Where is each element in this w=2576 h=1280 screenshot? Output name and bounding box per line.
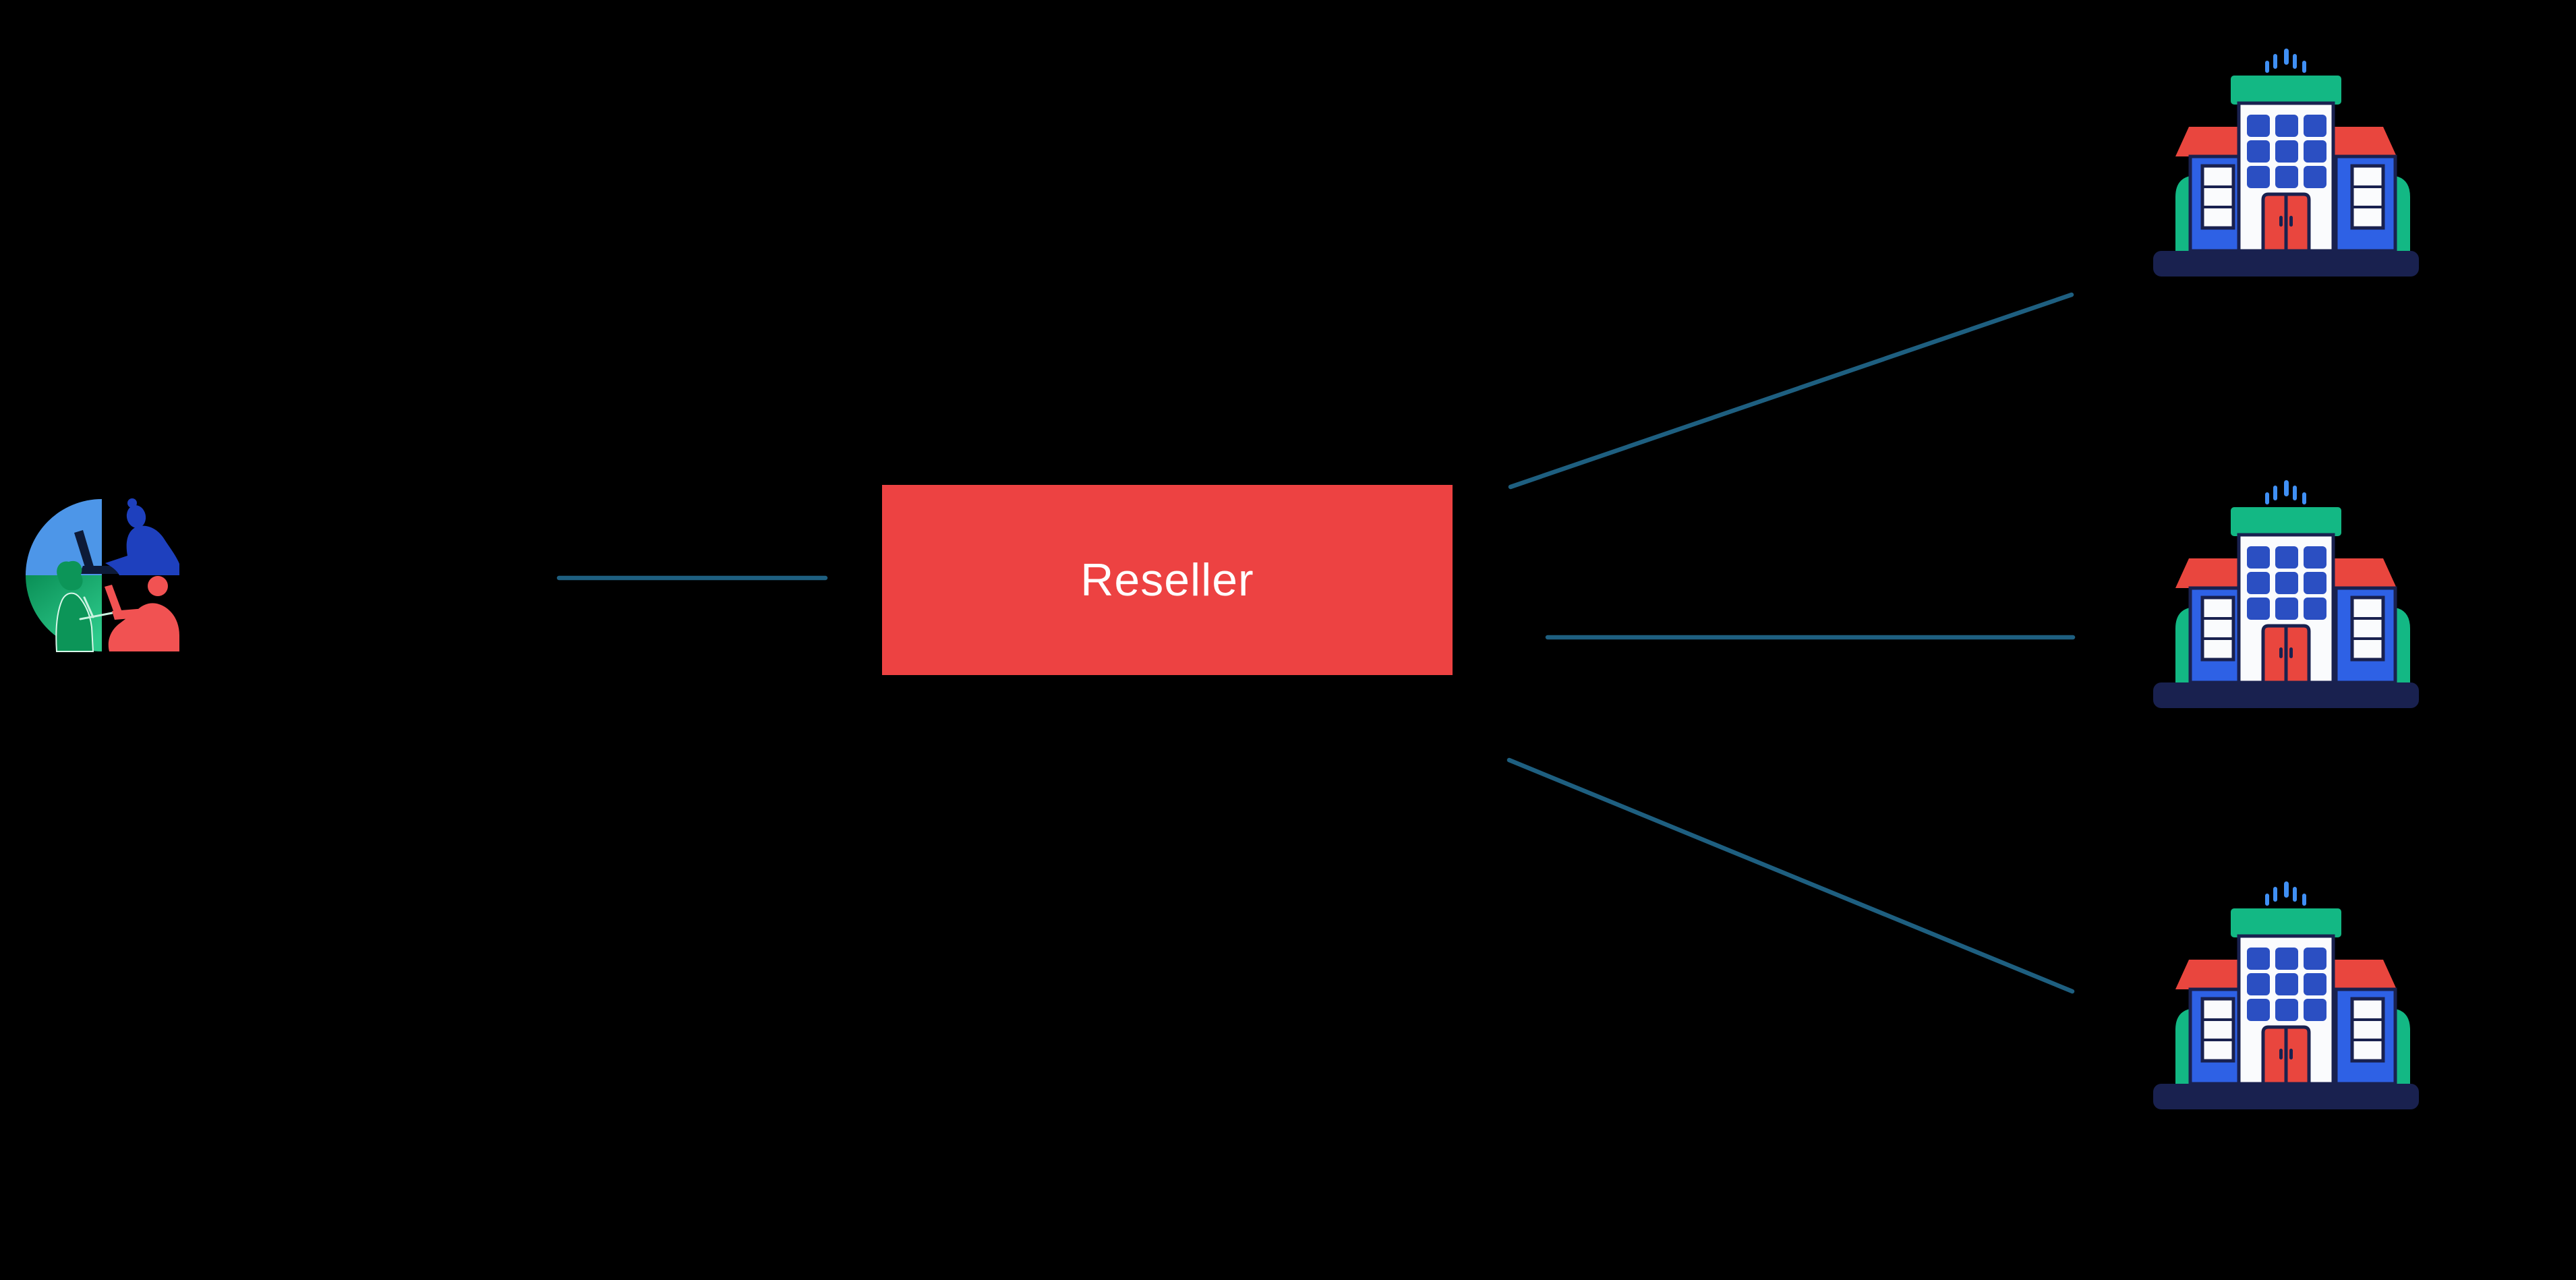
reseller-node: Reseller — [882, 485, 1453, 675]
team-pie-icon — [26, 498, 179, 652]
person-blue-icon — [105, 498, 179, 575]
building-1-icon — [2111, 13, 2475, 297]
laptop-red-icon — [105, 585, 123, 616]
building-3-icon — [2111, 846, 2475, 1130]
laptop-green-icon — [79, 596, 113, 620]
connector-bottom-right — [1506, 757, 2075, 994]
person-green-icon — [55, 560, 113, 652]
person-red-icon — [105, 576, 179, 651]
laptop-red-base — [112, 608, 156, 620]
connector-top-right — [1508, 292, 2074, 490]
reseller-label: Reseller — [1080, 554, 1254, 606]
building-2-icon — [2111, 445, 2475, 728]
